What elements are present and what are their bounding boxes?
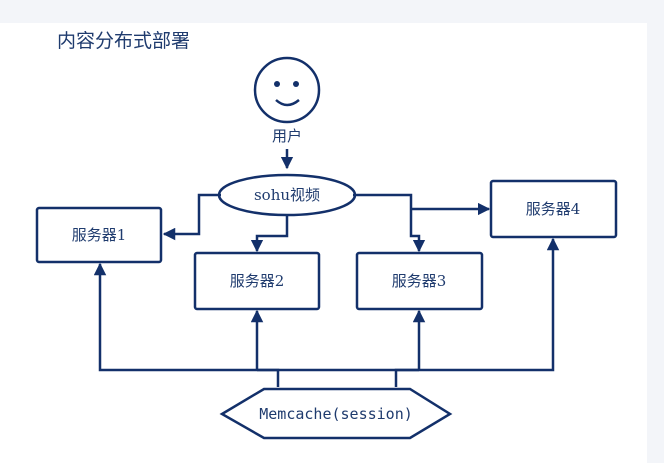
user-icon <box>253 56 321 124</box>
hub-label: sohu视频 <box>254 186 320 204</box>
arrow-hub-to-server1 <box>162 193 221 241</box>
server-4: 服务器4 <box>489 179 618 239</box>
server-3: 服务器3 <box>355 251 484 311</box>
server-2: 服务器2 <box>193 251 321 311</box>
diagram-title: 内容分布式部署 <box>57 30 190 52</box>
arrow-cache-to-server4 <box>394 237 560 387</box>
arrow-hub-to-server2 <box>250 215 289 253</box>
cache-node: Memcache(session) <box>219 387 453 440</box>
server-1-label: 服务器1 <box>72 226 127 244</box>
cache-label: Memcache(session) <box>259 405 413 423</box>
server-4-label: 服务器4 <box>526 200 581 218</box>
user-label: 用户 <box>272 127 302 145</box>
arrow-cache-to-server1 <box>93 262 280 387</box>
server-1: 服务器1 <box>35 206 163 264</box>
server-3-label: 服务器3 <box>392 272 447 290</box>
server-2-label: 服务器2 <box>230 272 285 290</box>
arrow-hub-to-server3 <box>353 193 426 253</box>
